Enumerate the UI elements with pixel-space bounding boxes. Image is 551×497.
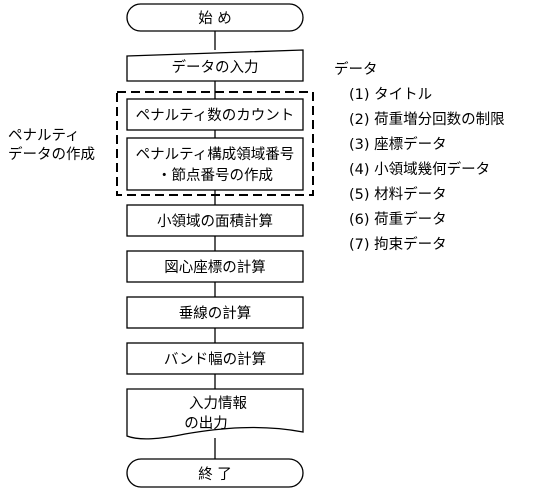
penalty-count-label: ペナルティ数のカウント [136, 107, 295, 124]
end-terminator: 終 了 [126, 458, 304, 488]
centroid-calc-box: 図心座標の計算 [126, 250, 304, 283]
data-list-heading: データ [334, 60, 378, 78]
centroid-calc-label: 図心座標の計算 [164, 259, 266, 276]
perpendicular-calc-label: 垂線の計算 [179, 305, 252, 322]
data-list-item: (4) 小領域幾何データ [349, 160, 490, 178]
start-label: 始 め [198, 10, 232, 27]
penalty-count-box: ペナルティ数のカウント [126, 98, 304, 131]
penalty-group-frame [116, 91, 314, 196]
end-label: 終 了 [198, 466, 232, 483]
data-input-label: データの入力 [172, 58, 259, 76]
data-list-item: (3) 座標データ [349, 135, 447, 153]
data-list-item: (1) タイトル [349, 86, 432, 103]
area-calc-box: 小領域の面積計算 [126, 204, 304, 237]
perpendicular-calc-box: 垂線の計算 [126, 296, 304, 329]
data-input-box: データの入力 [126, 49, 304, 82]
penalty-group-label-line2: データの作成 [8, 145, 95, 163]
output-document: 入力情報 の出力 [126, 388, 304, 440]
data-list-item: (7) 拘束データ [349, 235, 447, 253]
output-label-line1: 入力情報 [189, 395, 247, 412]
output-label-line2: の出力 [184, 415, 228, 432]
penalty-region-box: ペナルティ構成領域番号 ・節点番号の作成 [126, 137, 304, 191]
bandwidth-calc-box: バンド幅の計算 [126, 342, 304, 375]
data-list-item: (2) 荷重増分回数の制限 [349, 111, 505, 128]
start-terminator: 始 め [126, 3, 304, 32]
penalty-region-label-line1: ペナルティ構成領域番号 [136, 146, 295, 163]
penalty-region-label-line2: ・節点番号の作成 [157, 166, 273, 184]
bandwidth-calc-label: バンド幅の計算 [164, 351, 266, 368]
penalty-group-label-line1: ペナルティ [8, 128, 80, 144]
area-calc-label: 小領域の面積計算 [157, 213, 273, 230]
data-list-item: (6) 荷重データ [349, 210, 447, 228]
data-list-item: (5) 材料データ [349, 185, 447, 203]
